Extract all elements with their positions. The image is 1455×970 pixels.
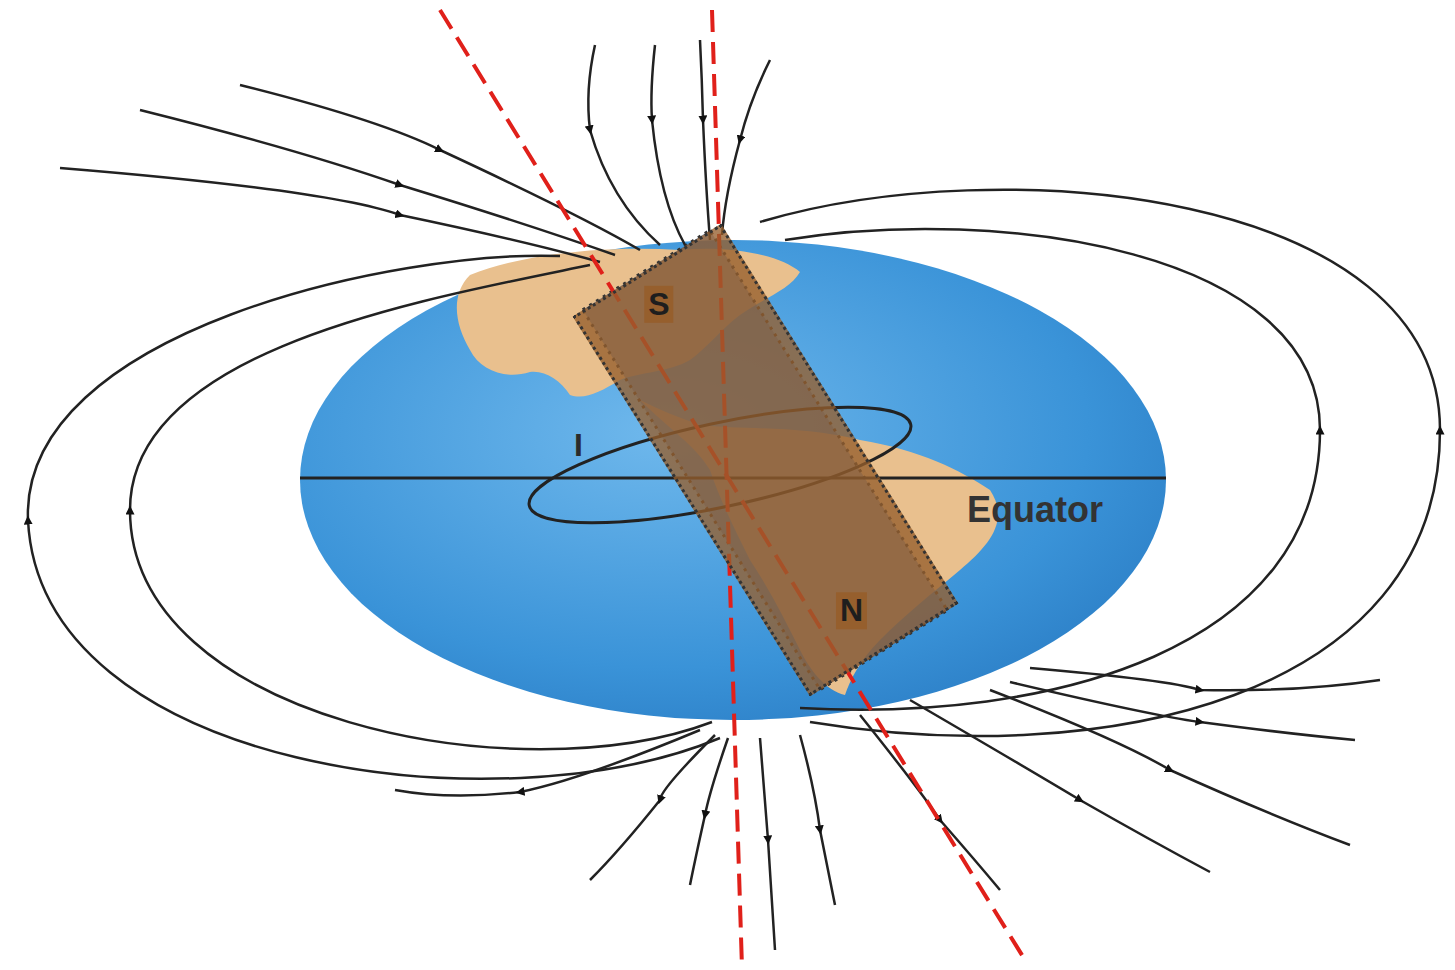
magnetic-axis	[440, 10, 1025, 960]
current-label: I	[574, 427, 583, 464]
pole-letter: N	[835, 593, 866, 630]
field-lines	[28, 40, 1440, 950]
equator-label: Equator	[967, 489, 1103, 531]
pole-letter: S	[644, 286, 673, 323]
